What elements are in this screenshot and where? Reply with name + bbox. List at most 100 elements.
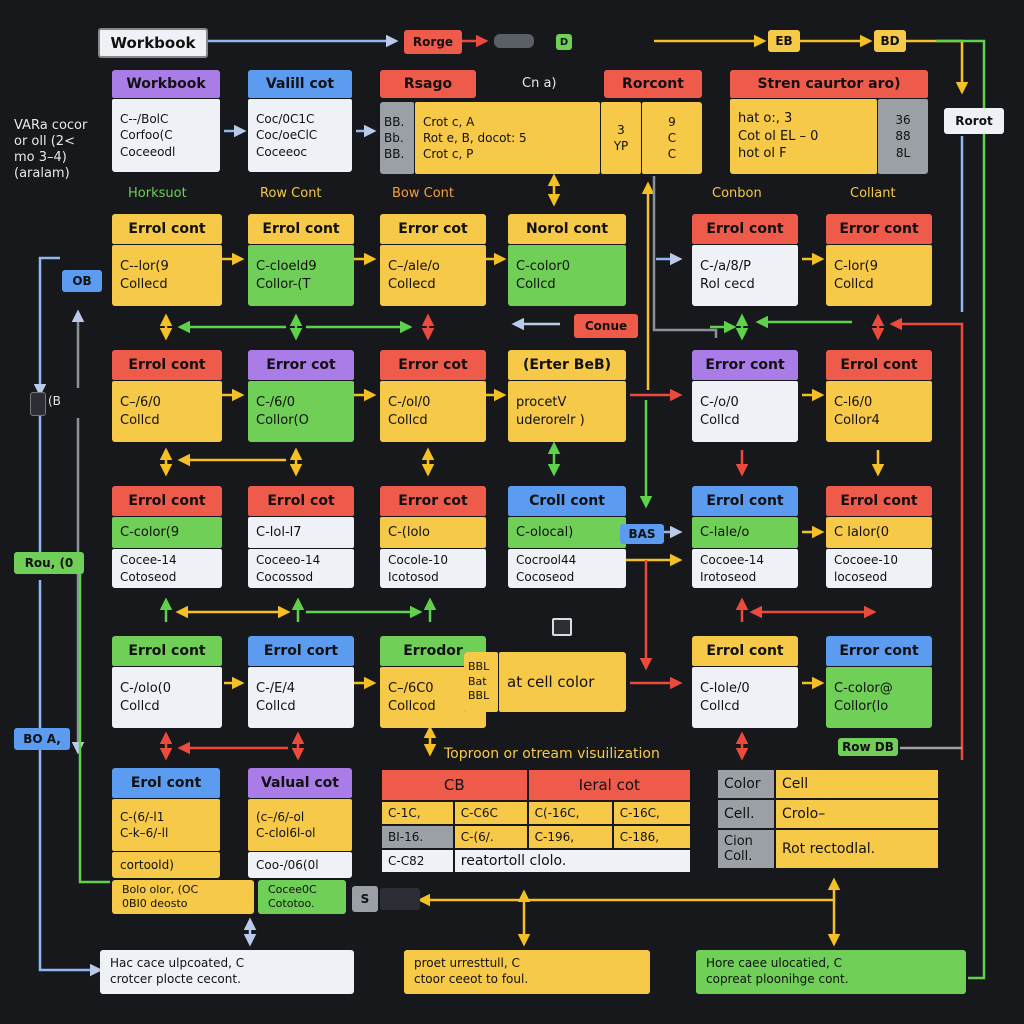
plug-icon [30,392,46,416]
node-line: YP [613,139,629,153]
node-body: C--/BolC Corfoo(C Coceeodl [112,99,220,172]
node-line: BBL [468,659,490,673]
node-line: Cocee0C [268,882,317,896]
node-line: Coceeodl [120,144,176,159]
color-table: Color Cell Cell. Crolo– Cion Coll. Rot r… [716,768,940,870]
node-line: C-/ol/0 [388,394,431,410]
table-cell: Color [716,768,776,800]
bottom-node-2[interactable]: Valual cot (c–/6/-ol C-clol6l-ol Coo-/06… [248,768,352,878]
node-line: C-(6/-l1 [120,809,165,824]
node-line: Cocee-14 [120,553,177,568]
note-line: proet urresttull, C [414,956,520,971]
note-line: crotcer plocte cecont. [110,972,241,986]
node-title: Erol cont [112,768,220,798]
node-line: C-k–6/-ll [120,826,169,840]
cell-color-box[interactable]: BBL Bat BBL at cell color [464,652,626,712]
node-line: Rol cecd [700,276,755,292]
rorcont-node-title: Rorcont [604,70,702,98]
table-cell: C-(6/. [452,824,529,850]
table-cell: Cell. [716,798,776,830]
stream-table: CB Ieral cot C-1C, C-C6C C(-16C, C-16C, … [380,768,693,874]
workbook-node[interactable]: Workbook C--/BolC Corfoo(C Coceeodl [112,70,220,172]
plug-block-icon [380,888,420,910]
table-cell: C(-16C, [526,800,614,826]
section-label-collant: Collant [850,186,896,201]
table-row: Cion Coll. Rot rectodlal. [716,828,940,870]
node-line: C-cloeld9 [256,258,317,274]
node-line: Collcd [120,698,160,714]
node-title: Norol cont [508,214,626,244]
node-line: BB. [384,114,405,129]
node-line: Bat [468,674,487,688]
node-body: C lalor(0 [826,517,932,549]
range-body: Crot c, A Rot e, B, docot: 5 Crot c, P [415,102,600,174]
node-line: Cocrool44 [516,553,577,568]
note-line: Hore caee ulocatied, C [706,956,843,971]
table-header-cell: CB [380,768,529,802]
table-cell: Cion Coll. [716,828,776,870]
connector-plug-icon [494,34,534,48]
node-line: Cocole-10 [388,553,448,568]
node-title: Stren caurtor aro) [730,70,928,98]
node-line: BBL [468,689,490,703]
node-line: Cototoo. [268,897,315,910]
small-tag: D [556,34,572,50]
lock-icon [552,618,572,636]
node-line: Collcd [700,698,740,714]
footer-note-left: Hac cace ulpcoated, C crotcer plocte cec… [100,950,354,994]
table-cell: C-C6C [452,800,529,826]
node-line: Collcd [120,412,160,428]
node-line: Coceeo-14 [256,553,321,568]
node-body: C-lol-l7 [248,517,354,549]
valid-node[interactable]: Valill cot Coc/0C1C Coc/oeClC Coceeoc [248,70,352,172]
range-node[interactable]: BB. Bb. BB. Crot c, A Rot e, B, docot: 5… [380,102,702,174]
node-title: Errol cont [112,350,222,380]
node-line: C--lor(9 [120,258,169,274]
node-line: C [667,147,677,162]
wire-top-right-green [936,39,986,980]
node-line: Rot e, B, docot: 5 [423,130,527,145]
rowdb-chip: Row DB [838,738,898,756]
node-title: Error cot [380,486,486,516]
node-line: procetV [516,394,567,410]
bottom-node-1[interactable]: Erol cont C-(6/-l1 C-k–6/-ll cortoold) [112,768,220,878]
node-line: C-lole/0 [700,680,750,696]
cell-color-side: BBL Bat BBL [464,652,498,712]
stream-node[interactable]: Stren caurtor aro) hat o:, 3 Cot ol EL –… [730,70,928,174]
node-line: 8L [895,145,911,160]
node-line: hot ol F [738,146,787,162]
node-line: Collcd [834,276,874,292]
table-cell: Cell [774,768,940,800]
boa-chip: BO A, [14,728,70,750]
node-title: Valill cot [248,70,352,98]
